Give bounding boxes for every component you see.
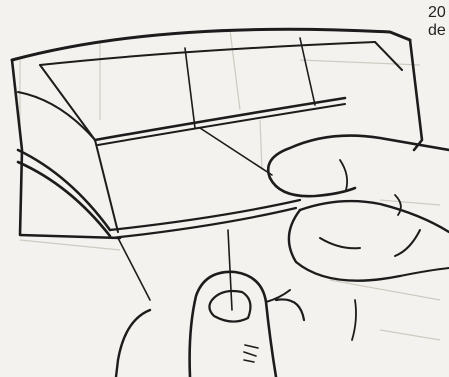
- box-inner-floor-edge: [95, 98, 345, 140]
- box-left-flap: [12, 60, 120, 238]
- bleed-through-lines: [20, 30, 440, 340]
- right-hand: [268, 136, 449, 340]
- thumb: [289, 210, 400, 281]
- thumbnail: [209, 291, 250, 322]
- left-thumb: [190, 272, 276, 377]
- origami-box: [12, 29, 422, 310]
- box-top-rim: [12, 29, 410, 60]
- box-right-wall: [410, 40, 422, 150]
